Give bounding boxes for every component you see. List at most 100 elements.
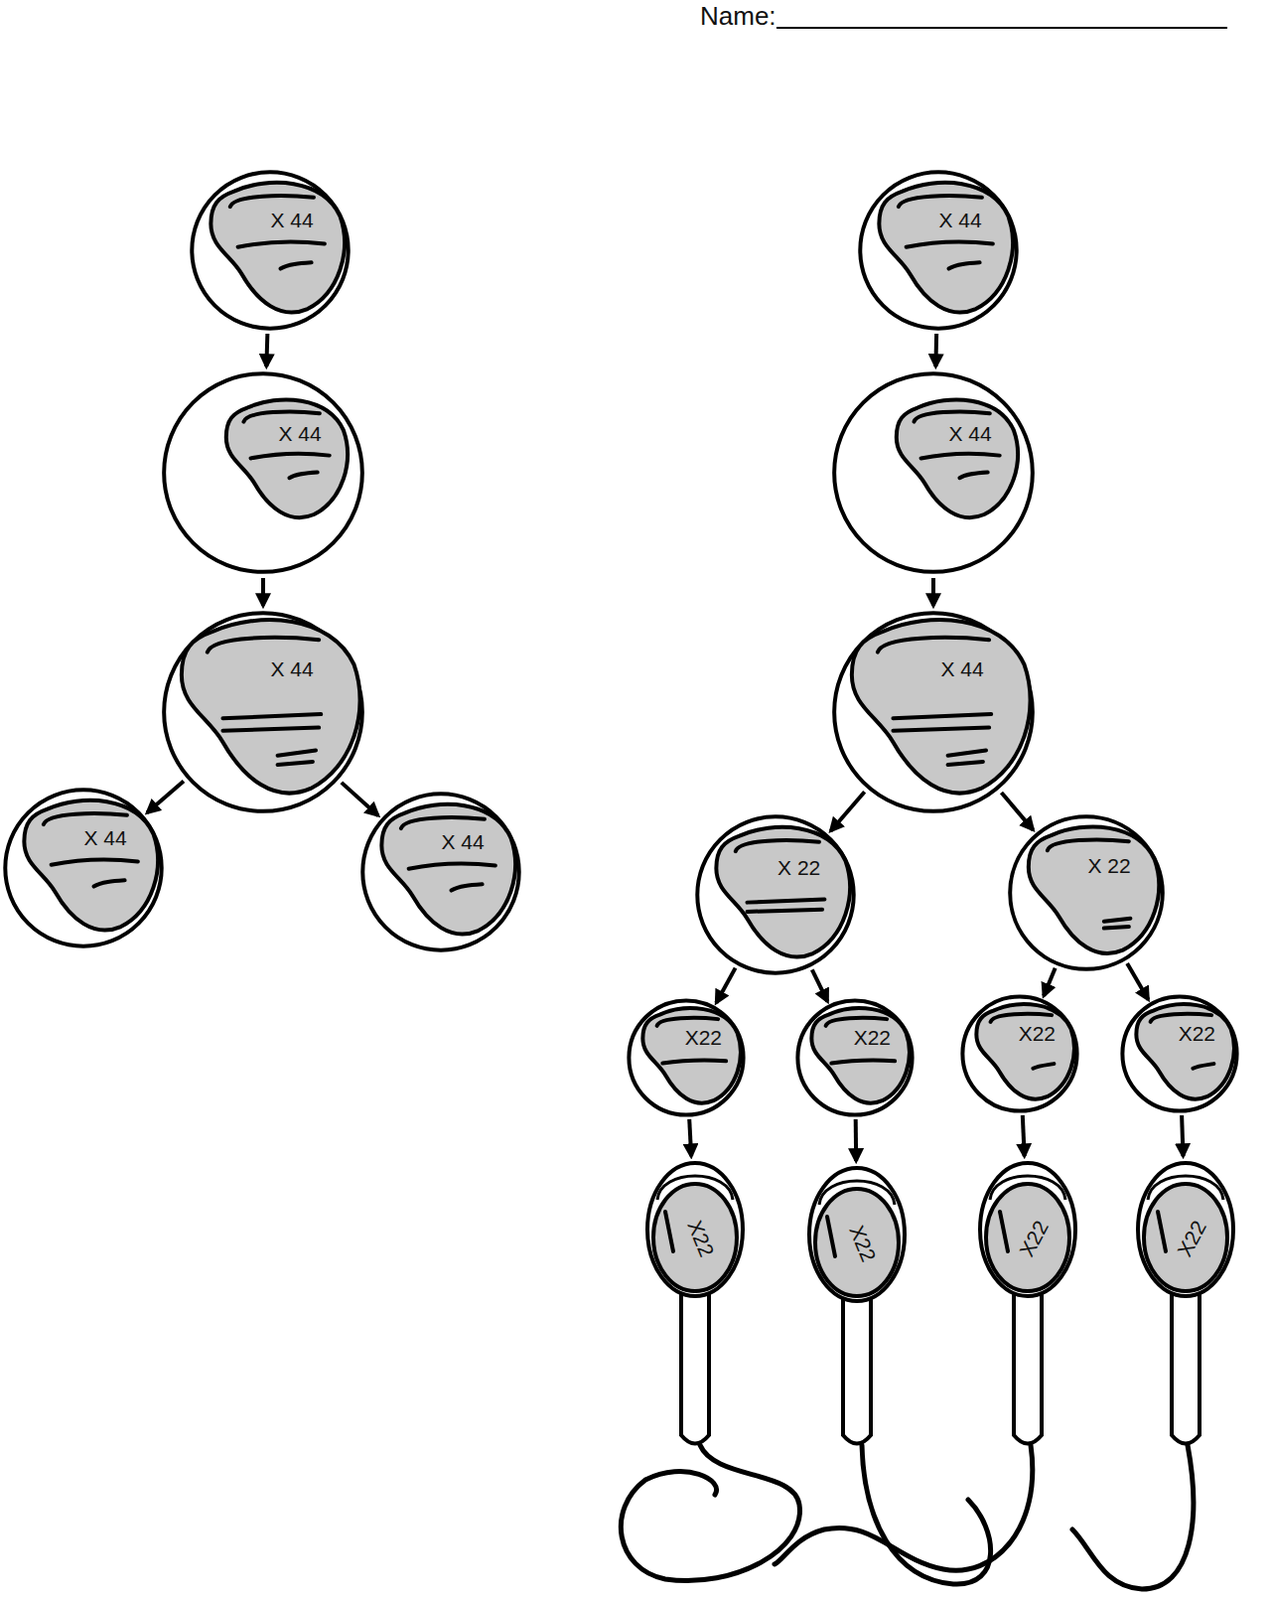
- chromosome: [990, 1013, 1053, 1022]
- cell: X 44: [188, 168, 352, 332]
- nucleus: [210, 182, 345, 313]
- cell-membrane: [1009, 816, 1163, 970]
- sperm-cell: X22: [976, 1158, 1080, 1300]
- sperm-cell: X22: [643, 1158, 747, 1300]
- chromosome: [1192, 1063, 1214, 1069]
- cell-membrane: [163, 612, 363, 812]
- chromosome: [999, 1211, 1008, 1252]
- chromosome: [1157, 1211, 1166, 1252]
- nucleus: [811, 1007, 910, 1104]
- chromosome-count: X22: [685, 1026, 722, 1048]
- chromosome: [735, 840, 820, 851]
- nucleus: [896, 400, 1018, 519]
- chromosome: [665, 1211, 674, 1252]
- chromosome-count: X 44: [941, 658, 985, 680]
- chromosome-count: X 44: [271, 208, 314, 230]
- chromosome: [93, 879, 125, 886]
- cell: X 44: [856, 168, 1020, 332]
- chromosome-count: X 44: [84, 826, 128, 848]
- name-field: Name:: [700, 2, 777, 29]
- head-outline: [1137, 1162, 1234, 1296]
- division-arrow: [812, 969, 829, 1001]
- chromosome: [251, 453, 330, 459]
- division-arrow: [689, 1119, 692, 1156]
- nucleus: [976, 1003, 1075, 1100]
- cell-outline: [694, 813, 857, 977]
- chromosome: [826, 1017, 888, 1026]
- chromosome: [657, 1017, 719, 1026]
- division-arrow: [1127, 963, 1148, 1000]
- chromosome: [948, 749, 987, 755]
- head-outline: [809, 1167, 905, 1301]
- chromosome: [450, 883, 482, 890]
- cell-membrane: [797, 999, 912, 1115]
- cell-membrane: [834, 612, 1033, 812]
- cell-membrane: [859, 171, 1016, 328]
- cell-outline: [960, 993, 1080, 1114]
- cell: X 44: [159, 608, 367, 816]
- cell-membrane: [1122, 995, 1237, 1111]
- cell: X 22: [1006, 813, 1166, 973]
- division-arrow: [853, 1119, 858, 1161]
- cell-outline: [159, 369, 367, 576]
- nucleus: [815, 1188, 899, 1296]
- chromosome: [948, 262, 980, 269]
- cell: X 44: [1, 786, 165, 950]
- chromosome: [892, 727, 989, 731]
- chromosome-count: X 44: [948, 422, 991, 443]
- chromosome-count: X 44: [271, 658, 314, 680]
- nucleus: [715, 827, 850, 958]
- chromosome: [921, 453, 1000, 459]
- cell-membrane: [962, 995, 1077, 1111]
- tail-midpiece: [843, 1295, 871, 1444]
- chromosome: [877, 637, 989, 653]
- chromosome: [409, 863, 496, 869]
- cell-outline: [830, 608, 1037, 816]
- chromosome: [1032, 1063, 1054, 1069]
- chromosome: [230, 195, 314, 207]
- chromosome: [278, 761, 313, 765]
- cell-membrane: [362, 793, 519, 950]
- chromosome: [898, 195, 983, 207]
- chromosome: [401, 817, 485, 829]
- chromosome: [51, 859, 139, 865]
- division-arrow: [931, 577, 936, 606]
- chromosome: [43, 813, 128, 825]
- chromosome: [278, 749, 316, 755]
- division-arrow: [1000, 792, 1033, 831]
- cell-membrane: [4, 789, 161, 946]
- sperm-cell: X22: [1133, 1158, 1238, 1300]
- cell-outline: [795, 997, 915, 1118]
- chromosome: [747, 899, 826, 903]
- chromosome: [222, 713, 321, 718]
- chromosome: [959, 472, 988, 479]
- cell-membrane: [834, 373, 1033, 572]
- nucleus: [1135, 1003, 1235, 1100]
- nucleus: [878, 182, 1013, 313]
- chromosome-count: X22: [1178, 1022, 1216, 1044]
- cell-outline: [1120, 993, 1240, 1114]
- head-outline: [980, 1162, 1076, 1296]
- chromosome: [662, 1060, 726, 1064]
- nucleus: [381, 804, 516, 935]
- chromosome: [1047, 839, 1130, 850]
- chromosome: [280, 262, 311, 269]
- cell-outline: [856, 168, 1020, 332]
- nucleus: [1028, 826, 1159, 954]
- tail-midpiece: [1171, 1290, 1200, 1444]
- cell-membrane: [191, 171, 348, 328]
- chromosome: [906, 242, 993, 248]
- nucleus: [226, 400, 348, 519]
- sperm-cell: X22: [805, 1163, 909, 1305]
- cell: X 44: [830, 369, 1037, 576]
- tail-midpieces: [681, 1290, 1200, 1444]
- chromosome: [747, 909, 824, 912]
- cell-outline: [1, 786, 165, 950]
- chromosome-count: X 22: [777, 855, 821, 877]
- cell-membrane: [628, 999, 743, 1115]
- chromosome-count: X 44: [278, 422, 321, 443]
- cell-membrane: [163, 373, 363, 572]
- chromosome: [1104, 918, 1131, 922]
- chromosome: [827, 1216, 836, 1257]
- cell: X 44: [830, 608, 1037, 816]
